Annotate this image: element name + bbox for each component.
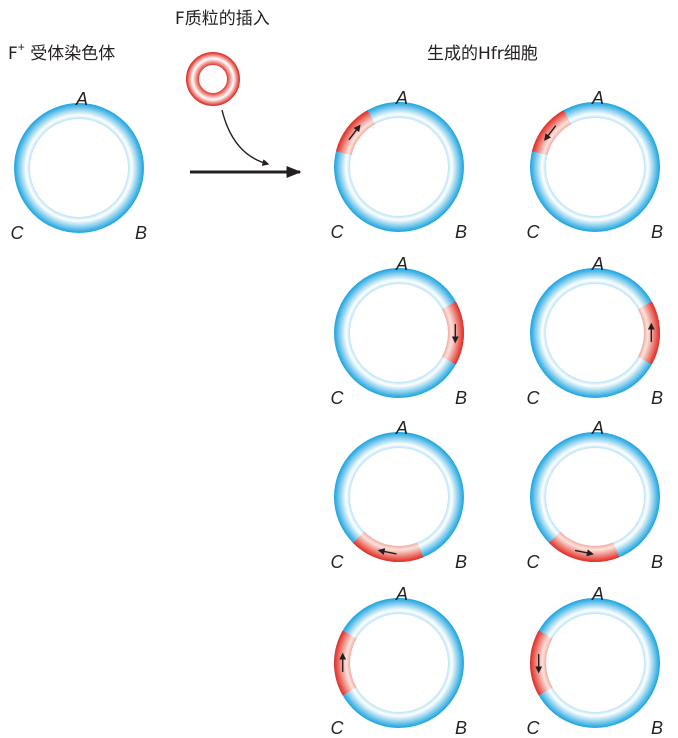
marker-b: B bbox=[455, 388, 467, 408]
marker-c: C bbox=[527, 222, 541, 242]
hfr-cell-6: A B C bbox=[527, 418, 664, 572]
marker-b: B bbox=[455, 552, 467, 572]
insertion-arrow bbox=[221, 109, 270, 166]
marker-c: C bbox=[527, 388, 541, 408]
chromosome-ring bbox=[334, 598, 464, 728]
marker-a: A bbox=[75, 89, 88, 109]
chromosome-ring bbox=[530, 598, 660, 728]
marker-b: B bbox=[651, 552, 663, 572]
inserted-f-segment bbox=[549, 531, 620, 562]
marker-a: A bbox=[591, 584, 604, 604]
chromosome-ring bbox=[334, 268, 464, 398]
marker-c: C bbox=[527, 718, 541, 738]
recipient-caption: F+ 受体染色体 bbox=[8, 40, 115, 64]
marker-b: B bbox=[651, 222, 663, 242]
marker-a: A bbox=[591, 254, 604, 274]
marker-a: A bbox=[395, 88, 408, 108]
marker-a: A bbox=[591, 88, 604, 108]
inserted-f-segment bbox=[531, 110, 572, 156]
hfr-cell-3: A B C bbox=[331, 254, 468, 408]
hfr-cell-4: A B C bbox=[527, 254, 664, 408]
hfr-cell-7: A B C bbox=[331, 584, 468, 738]
marker-a: A bbox=[395, 254, 408, 274]
marker-a: A bbox=[395, 584, 408, 604]
marker-b: B bbox=[651, 718, 663, 738]
marker-c: C bbox=[331, 388, 345, 408]
transfer-direction-arrow bbox=[574, 549, 594, 557]
hfr-cell-2: A B C bbox=[527, 88, 664, 242]
marker-c: C bbox=[331, 222, 345, 242]
chromosome-ring bbox=[530, 268, 660, 398]
inserted-f-segment bbox=[335, 110, 376, 156]
hfr-cell-1: A B C bbox=[331, 88, 468, 242]
transfer-direction-arrow bbox=[348, 124, 361, 141]
marker-b: B bbox=[135, 223, 147, 243]
marker-c: C bbox=[331, 552, 345, 572]
insertion-caption: F质粒的插入 bbox=[175, 9, 270, 29]
marker-a: A bbox=[591, 418, 604, 438]
marker-b: B bbox=[455, 222, 467, 242]
chromosome-ring bbox=[334, 102, 464, 232]
marker-b: B bbox=[651, 388, 663, 408]
hfr-cell-5: A B C bbox=[331, 418, 468, 572]
transfer-direction-arrow bbox=[544, 125, 557, 141]
hfr-cell-8: A B C bbox=[527, 584, 664, 738]
marker-c: C bbox=[527, 552, 541, 572]
marker-c: C bbox=[11, 223, 25, 243]
recipient-chromosome: A B C bbox=[11, 89, 148, 243]
marker-c: C bbox=[331, 718, 345, 738]
f-plasmid bbox=[186, 52, 240, 106]
hfr-caption: 生成的Hfr细胞 bbox=[427, 44, 538, 64]
chromosome-ring bbox=[530, 102, 660, 232]
marker-b: B bbox=[455, 718, 467, 738]
transfer-direction-arrow bbox=[377, 548, 397, 555]
chromosome-ring bbox=[14, 103, 144, 233]
marker-a: A bbox=[395, 418, 408, 438]
inserted-f-segment bbox=[353, 531, 424, 562]
